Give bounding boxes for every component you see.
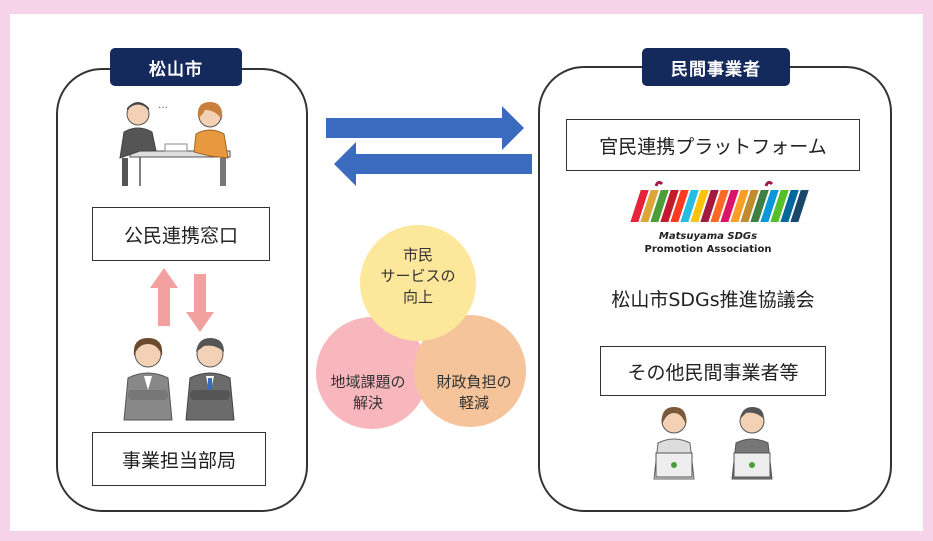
exchange-arrows-icon — [326, 106, 532, 186]
window-label: 公民連携窓口 — [123, 224, 238, 247]
logo-text-line-1: Matsuyama SDGs — [658, 231, 758, 242]
venn-top-label: 市民 サービスの 向上 — [380, 246, 456, 306]
private-tag: 民間事業者 — [642, 48, 790, 86]
svg-text:…: … — [158, 100, 168, 111]
venn-right-label: 財政負担の 軽減 — [436, 373, 512, 412]
meeting-illustration-icon: … — [119, 100, 231, 186]
up-down-arrows-icon — [150, 268, 214, 332]
logo-text-line-2: Promotion Association — [644, 244, 772, 255]
city-tag: 松山市 — [110, 48, 242, 86]
platform-label: 官民連携プラットフォーム — [599, 135, 827, 158]
department-box: 事業担当部局 — [92, 432, 266, 486]
sdgs-logo-icon — [630, 180, 809, 222]
platform-box: 官民連携プラットフォーム — [566, 119, 860, 171]
venn-circle-top — [360, 225, 476, 341]
staff-pair-illustration-icon — [123, 338, 235, 421]
laptop-users-illustration-icon — [653, 407, 773, 480]
council-label: 松山市SDGs推進協議会 — [611, 289, 815, 311]
venn-left-label: 地域課題の 解決 — [330, 373, 406, 412]
department-label: 事業担当部局 — [121, 449, 236, 472]
others-label: その他民間事業者等 — [627, 361, 799, 384]
others-box: その他民間事業者等 — [600, 346, 826, 396]
public-private-window-box: 公民連携窓口 — [92, 207, 270, 261]
